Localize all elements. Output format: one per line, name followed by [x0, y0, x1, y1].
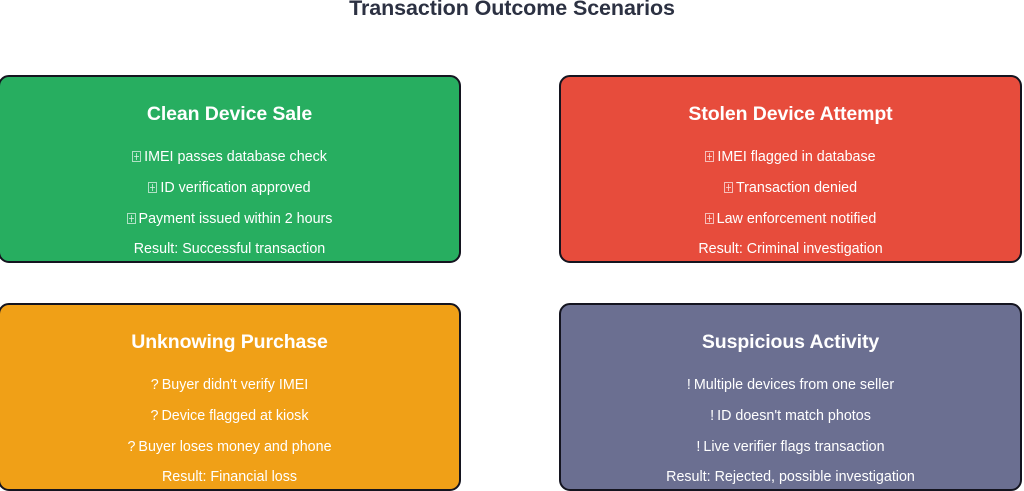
exclamation-mark-icon: ! [696, 438, 701, 455]
exclamation-mark-icon: ! [710, 407, 715, 424]
card-line-list: !Multiple devices from one seller !ID do… [561, 370, 1020, 489]
card-line-label: Law enforcement notified [716, 210, 877, 227]
card-line-label: Buyer loses money and phone [138, 438, 332, 455]
card-line-label: IMEI passes database check [144, 149, 327, 165]
card-line-label: Multiple devices from one seller [693, 377, 895, 393]
missing-glyph-box-icon [705, 151, 715, 162]
missing-glyph-box-icon [723, 181, 733, 193]
scenario-card-stolen-device-attempt: Stolen Device Attempt IMEI flagged in da… [559, 75, 1022, 263]
card-line: IMEI flagged in database [561, 142, 1020, 173]
scenario-card-suspicious-activity: Suspicious Activity !Multiple devices fr… [559, 303, 1022, 491]
card-line: !ID doesn't match photos [561, 401, 1020, 432]
question-mark-icon: ? [150, 407, 159, 424]
page-title: Transaction Outcome Scenarios [349, 0, 675, 20]
card-title: Clean Device Sale [146, 103, 313, 125]
card-line-label: Transaction denied [735, 179, 858, 196]
card-line: Law enforcement notified [561, 204, 1020, 235]
card-result: Result: Financial loss [161, 469, 298, 486]
exclamation-mark-icon: ! [686, 377, 691, 393]
card-line: ?Buyer didn't verify IMEI [0, 370, 459, 401]
card-line-list: IMEI flagged in database Transaction den… [561, 142, 1020, 261]
card-title: Stolen Device Attempt [688, 103, 893, 125]
card-line: IMEI passes database check [0, 142, 459, 173]
card-title: Suspicious Activity [701, 331, 880, 353]
card-line-label: Device flagged at kiosk [161, 407, 309, 424]
card-line-label: ID verification approved [160, 179, 311, 196]
card-line-label: IMEI flagged in database [717, 149, 876, 165]
card-line-label: ID doesn't match photos [717, 407, 871, 424]
missing-glyph-box-icon [132, 151, 142, 162]
question-mark-icon: ? [150, 377, 159, 393]
card-line: Payment issued within 2 hours [0, 204, 459, 235]
missing-glyph-box-icon [704, 212, 714, 224]
card-line-list: ?Buyer didn't verify IMEI ?Device flagge… [0, 370, 459, 489]
card-line-label: Live verifier flags transaction [703, 438, 885, 455]
scenario-card-unknowing-purchase: Unknowing Purchase ?Buyer didn't verify … [0, 303, 461, 491]
scenario-card-clean-device-sale: Clean Device Sale IMEI passes database c… [0, 75, 461, 263]
missing-glyph-box-icon [126, 212, 136, 224]
scenario-card-grid: Clean Device Sale IMEI passes database c… [0, 75, 1024, 491]
card-line-label: Payment issued within 2 hours [138, 210, 333, 227]
card-line: ?Device flagged at kiosk [0, 401, 459, 432]
card-result: Result: Successful transaction [133, 241, 326, 258]
card-result: Result: Rejected, possible investigation [666, 469, 915, 486]
card-line: ?Buyer loses money and phone [0, 432, 459, 463]
card-line: !Multiple devices from one seller [561, 370, 1020, 401]
card-line: Transaction denied [561, 173, 1020, 204]
card-line-label: Buyer didn't verify IMEI [161, 377, 309, 393]
question-mark-icon: ? [127, 438, 136, 455]
card-line: !Live verifier flags transaction [561, 432, 1020, 463]
card-result: Result: Criminal investigation [698, 241, 883, 258]
card-title: Unknowing Purchase [131, 331, 328, 353]
missing-glyph-box-icon [148, 181, 158, 193]
card-line-list: IMEI passes database check ID verificati… [0, 142, 459, 261]
card-line: ID verification approved [0, 173, 459, 204]
